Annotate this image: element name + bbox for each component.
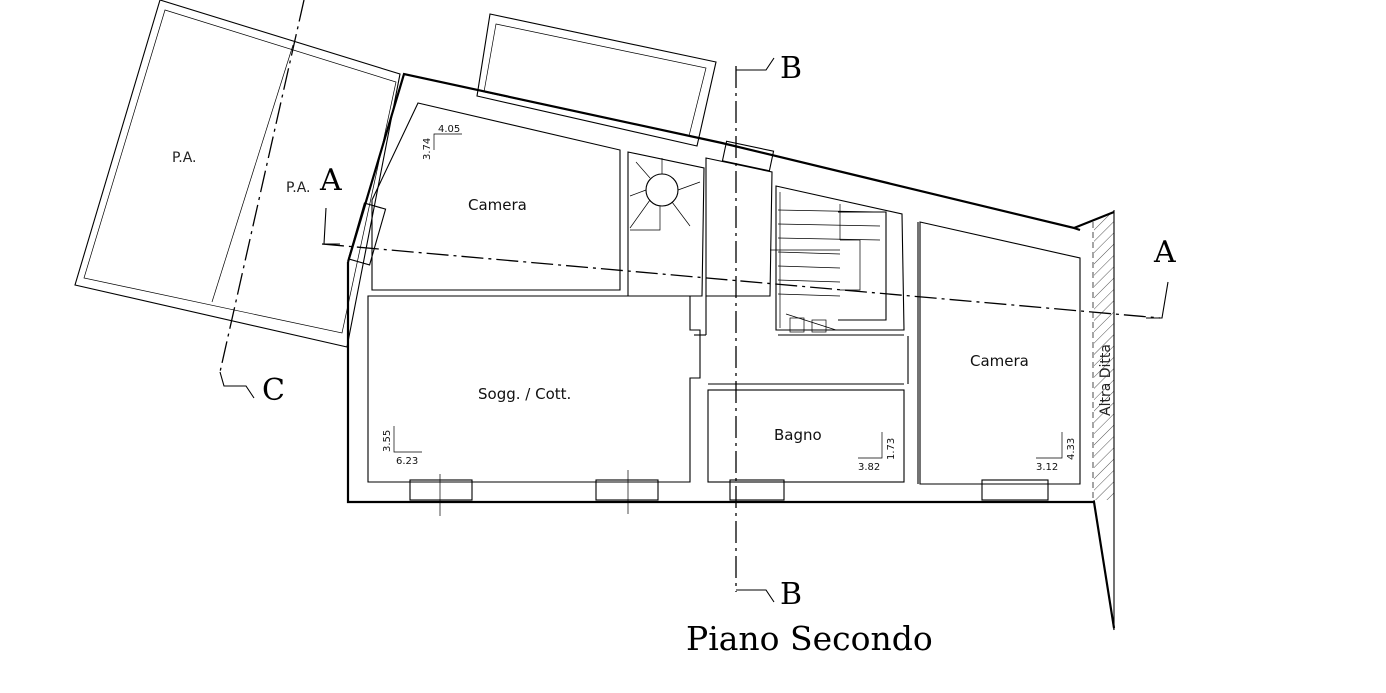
dim-camera-nw-b: 3.74 bbox=[422, 138, 433, 160]
dimension-bagno: 3.82 1.73 bbox=[858, 432, 897, 473]
section-label-b-bottom: B bbox=[780, 577, 802, 612]
straight-stairs bbox=[770, 192, 887, 333]
dim-soggiorno-a: 3.55 bbox=[382, 430, 393, 452]
dimension-camera-e: 3.12 4.33 bbox=[1036, 432, 1077, 473]
dim-camera-nw-a: 4.05 bbox=[438, 124, 460, 135]
windows bbox=[347, 140, 1049, 516]
dimension-camera-nw: 4.05 3.74 bbox=[422, 124, 462, 160]
dim-bagno-b: 1.73 bbox=[886, 438, 897, 460]
section-label-b-top: B bbox=[780, 51, 802, 86]
terrace-label-outer: P.A. bbox=[172, 150, 197, 166]
spiral-stair bbox=[629, 158, 701, 231]
section-label-a-left: A bbox=[319, 163, 342, 198]
room-label-bagno: Bagno bbox=[774, 426, 822, 444]
dim-camera-e-a: 3.12 bbox=[1036, 462, 1058, 473]
section-label-a-right: A bbox=[1153, 235, 1176, 270]
room-label-camera-e: Camera bbox=[970, 352, 1029, 370]
dimension-soggiorno: 3.55 6.23 bbox=[382, 426, 422, 467]
terrace-label-inner: P.A. bbox=[286, 180, 311, 196]
section-label-c: C bbox=[262, 373, 285, 408]
dim-bagno-a: 3.82 bbox=[858, 462, 880, 473]
dim-camera-e-b: 4.33 bbox=[1066, 438, 1077, 460]
balcony-top bbox=[476, 13, 717, 147]
neighbor-label: Altra Ditta bbox=[1098, 344, 1114, 416]
section-axes bbox=[219, 0, 1169, 603]
terrace-outer bbox=[74, 0, 401, 348]
room-label-soggiorno: Sogg. / Cott. bbox=[478, 385, 571, 403]
plan-title: Piano Secondo bbox=[686, 619, 933, 658]
outer-walls bbox=[346, 72, 1116, 629]
inner-walls bbox=[367, 102, 1081, 485]
room-label-camera-nw: Camera bbox=[468, 196, 527, 214]
dim-soggiorno-b: 6.23 bbox=[396, 456, 418, 467]
